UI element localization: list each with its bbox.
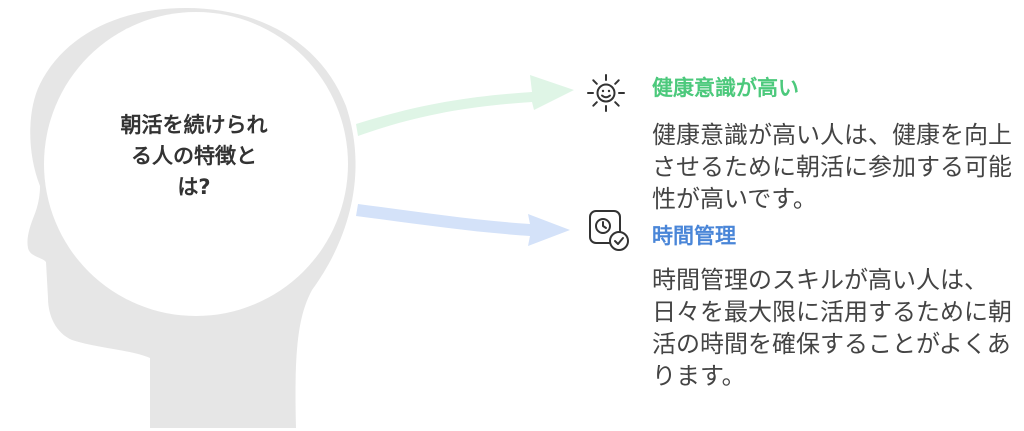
center-question-line: は? [177, 175, 211, 199]
arrow-to-health [356, 75, 574, 136]
brain-circle [44, 12, 348, 316]
center-question: 朝活を続けられ る人の特徴と は? [74, 110, 314, 203]
smiling-sun-icon [587, 74, 625, 112]
arrow-to-time [356, 204, 570, 246]
item-title-health: 健康意識が高い [652, 76, 799, 100]
center-question-line: る人の特徴と [131, 144, 257, 168]
item-description-time: 時間管理のスキルが高い人は、日々を最大限に活用するために朝活の時間を確保すること… [652, 266, 1012, 390]
clock-check-icon [589, 210, 629, 251]
item-description-health: 健康意識が高い人は、健康を向上させるために朝活に参加する可能性が高いです。 [652, 121, 1012, 213]
item-title-time: 時間管理 [652, 224, 736, 248]
center-question-line: 朝活を続けられ [120, 113, 268, 137]
